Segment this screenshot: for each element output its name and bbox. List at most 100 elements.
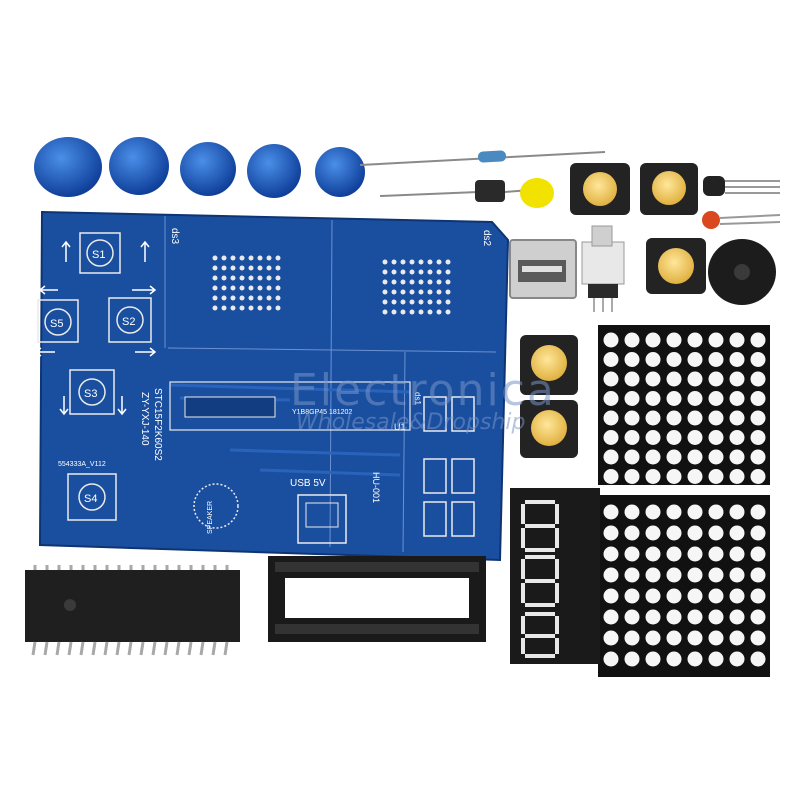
led-dot <box>750 588 766 604</box>
led-dot <box>708 567 724 583</box>
led-dot <box>603 430 619 445</box>
tactile-switch-4 <box>520 335 578 395</box>
led-dot <box>624 469 640 484</box>
seven-segment-display <box>510 488 600 664</box>
led-dot <box>750 449 766 465</box>
pcb-label-usb: USB 5V <box>290 478 326 489</box>
electrolytic-capacitor <box>379 180 531 202</box>
led-dot <box>645 546 661 562</box>
led-dot <box>666 391 682 406</box>
ic-socket <box>268 556 486 642</box>
led-dot <box>729 449 745 465</box>
pcb-label-ds3: ds3 <box>169 228 180 245</box>
led-dot <box>750 352 766 367</box>
led-dot <box>750 469 766 484</box>
led-dot <box>666 352 682 367</box>
led-dot <box>729 546 745 562</box>
led-dot <box>729 410 745 426</box>
led-dot <box>645 630 661 646</box>
led-dot <box>708 630 724 646</box>
led-dot <box>750 546 766 562</box>
slide-switch <box>581 225 625 312</box>
led-dot <box>645 332 661 348</box>
led-dot <box>750 410 766 426</box>
led-dot <box>645 410 661 426</box>
led-dot <box>624 504 640 520</box>
led-dot <box>708 469 724 484</box>
pcb-board: S1 S5 S2 S3 S4 <box>34 210 510 562</box>
buzzer <box>708 239 776 305</box>
led-matrix-top <box>598 325 770 485</box>
led-dot <box>603 410 619 426</box>
led-dot <box>729 651 745 667</box>
pcb-usb-footprint: USB 5V <box>290 478 347 544</box>
led-dot <box>624 588 640 604</box>
dip-ic-chip <box>25 565 240 656</box>
led-dot <box>666 567 682 583</box>
pcb-button-s3: S3 <box>69 369 115 415</box>
led-dot <box>603 469 619 484</box>
led-dot <box>666 630 682 646</box>
led-dot <box>708 588 724 604</box>
led-dot <box>645 352 661 367</box>
led-dot <box>708 430 724 445</box>
led-dot <box>603 525 619 541</box>
led-dot <box>750 609 766 625</box>
led-dot <box>666 469 682 484</box>
led-dot <box>687 588 703 604</box>
led-dot <box>666 410 682 426</box>
pcb-label-s3: S3 <box>84 388 97 400</box>
led-dot <box>708 391 724 406</box>
pcb-label-ds1: ds1 <box>413 392 422 405</box>
led-dot <box>603 332 619 348</box>
led-dot <box>729 567 745 583</box>
pcb-label-s2: S2 <box>122 316 135 328</box>
led-dot <box>708 525 724 541</box>
led-dot <box>624 352 640 367</box>
led-dot <box>687 651 703 667</box>
led-dot <box>624 371 640 387</box>
pcb-button-s4: S4 <box>67 473 117 521</box>
led-dot <box>645 371 661 387</box>
led-dot <box>687 567 703 583</box>
led-matrix-bottom <box>598 495 770 677</box>
led-dot <box>666 609 682 625</box>
led-dot <box>624 430 640 445</box>
blue-cap-5 <box>315 147 365 197</box>
pcb-label-model: STC15F2K60S2 <box>152 388 163 461</box>
led-dot <box>603 504 619 520</box>
pcb-label-ds2: ds2 <box>481 230 492 247</box>
led-dot <box>666 430 682 445</box>
led-dot <box>729 332 745 348</box>
led-dot <box>729 391 745 406</box>
led-dot <box>687 504 703 520</box>
tactile-switch-5 <box>520 400 578 458</box>
led-dot <box>687 371 703 387</box>
led-dot <box>729 504 745 520</box>
led-dot <box>729 352 745 367</box>
led-dot <box>603 352 619 367</box>
pcb-label-u1: U1 <box>394 422 406 432</box>
led-dot <box>750 371 766 387</box>
led-dot <box>624 449 640 465</box>
direction-arrows <box>34 240 157 416</box>
led-dot <box>708 410 724 426</box>
led-dot <box>624 651 640 667</box>
pcb-label-kit: ZY-YXJ-140 <box>139 392 150 446</box>
led-dot <box>603 630 619 646</box>
led-dot <box>687 449 703 465</box>
blue-cap-3 <box>180 142 236 196</box>
tactile-switch-1 <box>570 163 630 215</box>
led-dot <box>687 630 703 646</box>
led-dot <box>645 609 661 625</box>
led-dot <box>645 391 661 406</box>
led-dot <box>645 469 661 484</box>
led-dot <box>687 609 703 625</box>
led-dot <box>666 546 682 562</box>
led-dot <box>708 651 724 667</box>
led-dot <box>603 567 619 583</box>
led-dot <box>708 371 724 387</box>
led-dot <box>750 567 766 583</box>
led-dot <box>666 651 682 667</box>
pcb-label-s5: S5 <box>50 318 63 330</box>
